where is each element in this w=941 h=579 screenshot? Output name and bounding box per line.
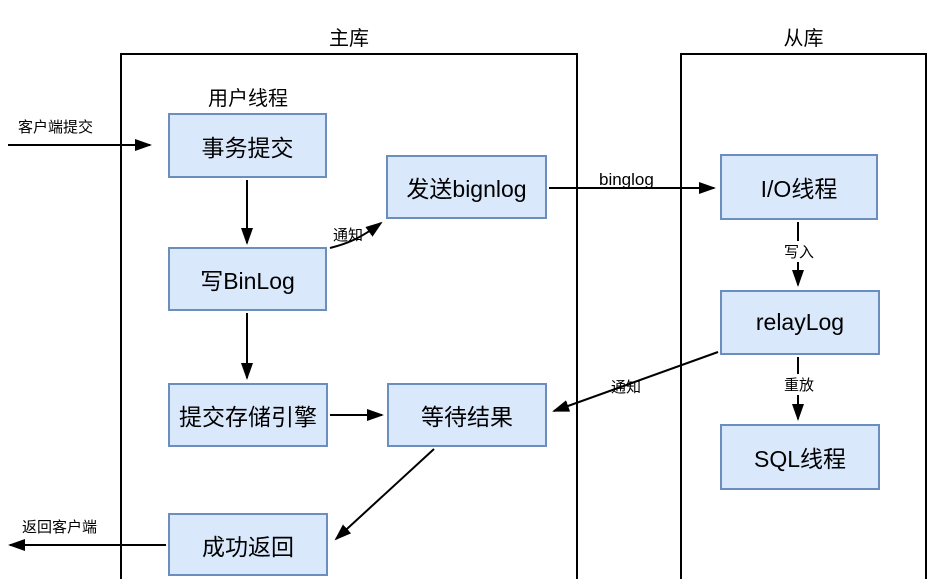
node-commit-storage-engine: 提交存储引擎 <box>168 383 328 447</box>
node-wait-result-label: 等待结果 <box>421 404 513 430</box>
edge-label-write-in: 写入 <box>781 241 817 262</box>
node-wait-result: 等待结果 <box>387 383 547 447</box>
edge-label-client-submit: 客户端提交 <box>18 119 94 136</box>
node-io-thread-label: I/O线程 <box>760 176 838 202</box>
node-send-binlog: 发送bignlog <box>386 155 547 219</box>
node-success-return: 成功返回 <box>168 513 328 576</box>
node-send-binlog-label: 发送bignlog <box>406 176 527 202</box>
slave-title: 从库 <box>783 28 824 50</box>
node-write-binlog-label: 写BinLog <box>200 268 295 294</box>
node-relaylog: relayLog <box>720 290 880 355</box>
master-title: 主库 <box>329 28 369 50</box>
edge-label-notify-to-send: 通知 <box>333 227 364 244</box>
slave-container <box>680 53 927 579</box>
node-commit-storage-engine-label: 提交存储引擎 <box>179 404 317 430</box>
edge-label-binglog: binglog <box>599 170 654 189</box>
node-io-thread: I/O线程 <box>720 154 878 220</box>
edge-label-replay: 重放 <box>781 374 817 395</box>
node-sql-thread: SQL线程 <box>720 424 880 490</box>
node-write-binlog: 写BinLog <box>168 247 327 311</box>
node-success-return-label: 成功返回 <box>202 533 294 560</box>
node-transaction-commit: 事务提交 <box>168 113 327 178</box>
edge-label-return-to-client: 返回客户端 <box>22 519 98 536</box>
user-thread-label: 用户线程 <box>208 88 288 110</box>
node-sql-thread-label: SQL线程 <box>753 446 847 472</box>
node-relaylog-label: relayLog <box>755 309 845 335</box>
edge-label-notify-to-wait: 通知 <box>611 379 642 396</box>
node-transaction-commit-label: 事务提交 <box>201 134 294 161</box>
master-container <box>120 53 578 579</box>
